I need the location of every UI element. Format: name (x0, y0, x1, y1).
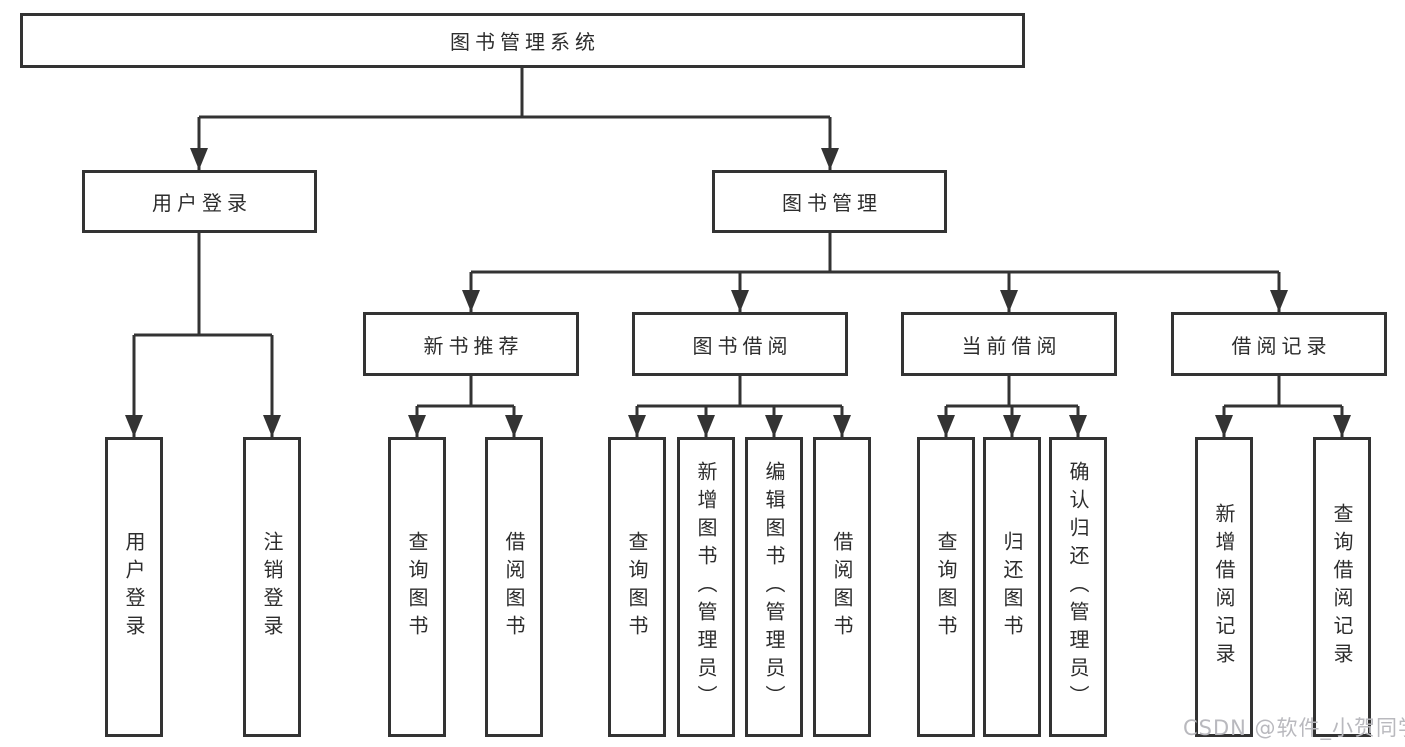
node-label: 查询图书 (934, 531, 958, 643)
node-label: 当前借阅 (961, 333, 1062, 358)
node-label: 注销登录 (260, 531, 284, 643)
leaf-query-borrow-record: 查询借阅记录 (1313, 437, 1371, 737)
node-borrowing-records: 借阅记录 (1171, 312, 1387, 376)
node-label: 查询图书 (625, 531, 649, 643)
node-label: 确认归还（管理员） (1066, 461, 1090, 713)
connector-trunks (134, 68, 1342, 408)
leaf-confirm-return-admin: 确认归还（管理员） (1049, 437, 1107, 737)
leaf-logout: 注销登录 (243, 437, 301, 737)
node-label: 图书管理 (782, 191, 882, 215)
leaf-user-login: 用户登录 (105, 437, 163, 737)
leaf-return-books: 归还图书 (983, 437, 1041, 737)
node-label: 新增图书（管理员） (694, 461, 718, 713)
leaf-query-books-current: 查询图书 (917, 437, 975, 737)
node-book-borrowing: 图书借阅 (632, 312, 848, 376)
node-label: 借阅图书 (830, 531, 854, 643)
csdn-watermark: CSDN @软件_小贺同学 (1183, 716, 1405, 740)
node-user-login: 用户登录 (82, 170, 317, 233)
node-label: 图书管理系统 (450, 30, 600, 54)
node-label: 新书推荐 (423, 333, 524, 358)
node-label: 图书借阅 (692, 333, 793, 358)
node-label: 查询借阅记录 (1330, 503, 1354, 671)
node-label: 归还图书 (1000, 531, 1024, 643)
node-new-book-recommendation: 新书推荐 (363, 312, 579, 376)
node-book-management: 图书管理 (712, 170, 947, 233)
leaf-query-books-recommend: 查询图书 (388, 437, 446, 737)
node-label: 查询图书 (405, 531, 429, 643)
node-label: 借阅图书 (502, 531, 526, 643)
leaf-borrow-books-recommend: 借阅图书 (485, 437, 543, 737)
leaf-edit-books-admin: 编辑图书（管理员） (745, 437, 803, 737)
node-label: 用户登录 (152, 191, 252, 215)
node-label: 新增借阅记录 (1212, 503, 1236, 671)
node-current-borrowing: 当前借阅 (901, 312, 1117, 376)
node-label: 借阅记录 (1231, 333, 1332, 358)
node-label: 编辑图书（管理员） (762, 461, 786, 713)
node-label: 用户登录 (122, 531, 146, 643)
leaf-query-books-borrowing: 查询图书 (608, 437, 666, 737)
leaf-borrow-books-borrowing: 借阅图书 (813, 437, 871, 737)
leaf-add-borrow-record: 新增借阅记录 (1195, 437, 1253, 737)
node-root-book-management-system: 图书管理系统 (20, 13, 1025, 68)
leaf-add-books-admin: 新增图书（管理员） (677, 437, 735, 737)
